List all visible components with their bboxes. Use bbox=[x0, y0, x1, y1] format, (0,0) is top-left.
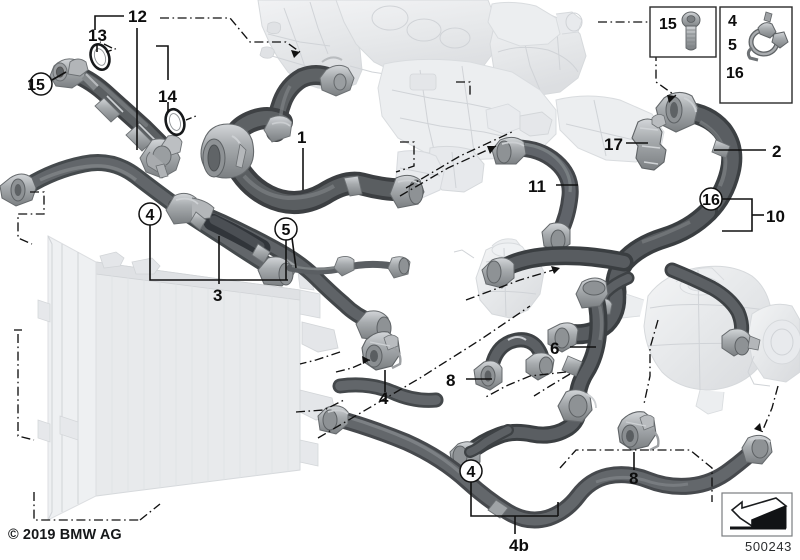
callout-17-label: 17 bbox=[604, 135, 623, 154]
callout-8b-label: 8 bbox=[629, 469, 638, 488]
ghost-thermostat-housing bbox=[487, 1, 583, 47]
part-9-coolant-hose-connector-elbow bbox=[473, 332, 555, 391]
part-7-coolant-hose-lower-long bbox=[317, 405, 773, 529]
callout-8-b: 8 bbox=[629, 452, 638, 488]
hose-1-engine-connector bbox=[319, 56, 355, 97]
hose-2-top-socket bbox=[655, 91, 699, 133]
pipe-clamp-band-mid bbox=[94, 95, 124, 123]
callout-14-label: 14 bbox=[158, 87, 177, 106]
callout-15-label: 15 bbox=[27, 77, 45, 94]
ghost-coolant-pipe-stub bbox=[485, 103, 553, 137]
diagram-number: 500243 bbox=[745, 539, 792, 554]
hose-6-tee-junction bbox=[557, 389, 597, 423]
callout-16-and-10: 16 10 bbox=[699, 187, 785, 232]
legend-box-bolt bbox=[649, 6, 717, 58]
hose-fragment-radiator-lower bbox=[332, 377, 444, 408]
hose-3-quick-connect bbox=[333, 255, 411, 279]
callout-16-label: 16 bbox=[702, 192, 720, 209]
orientation-arrow-box bbox=[721, 492, 793, 537]
legend-box-clamp bbox=[719, 6, 793, 104]
callout-6: 6 bbox=[550, 339, 596, 358]
hose-2-branch-left-socket bbox=[481, 257, 515, 289]
callout-10-label: 10 bbox=[766, 207, 785, 226]
hose-11-upper-socket bbox=[491, 136, 527, 165]
callout-15: 15 bbox=[27, 71, 67, 96]
callout-4-left-label: 4 bbox=[146, 207, 155, 224]
callout-9-label: 8 bbox=[446, 371, 455, 390]
callout-5-label: 5 bbox=[282, 222, 291, 239]
callout-11-label: 11 bbox=[528, 177, 546, 196]
part-6-coolant-hose-expansion-tank bbox=[449, 277, 609, 471]
callout-3-label: 3 bbox=[213, 286, 222, 305]
part-1-coolant-hose-engine-radiator bbox=[200, 56, 425, 214]
callout-3: 3 bbox=[213, 236, 222, 305]
hose-3a-left-socket bbox=[0, 173, 37, 207]
part-10-coolant-hose-branch bbox=[664, 262, 761, 357]
callout-8a-label: 4 bbox=[379, 389, 389, 408]
callout-4-bottom-label: 4 bbox=[467, 464, 476, 481]
part-12-coolant-pipe-assembly bbox=[49, 58, 183, 179]
hex-socket-bolt-icon bbox=[681, 11, 701, 51]
callout-12-label: 12 bbox=[128, 7, 147, 26]
part-11-coolant-hose-short-bend bbox=[491, 136, 579, 253]
part-3-coolant-hose-radiator-pair bbox=[0, 154, 411, 341]
callout-layer: 13 12 14 15 1 4 bbox=[27, 7, 785, 555]
ghost-radiator bbox=[37, 235, 339, 521]
ghost-front-end-carrier bbox=[377, 58, 665, 193]
callout-11: 11 bbox=[528, 177, 578, 196]
copyright-notice: © 2019 BMW AG bbox=[8, 527, 122, 543]
part-17-hose-retaining-bracket bbox=[631, 114, 667, 171]
hose-7-clamp-band bbox=[487, 499, 509, 519]
hose-6-mid-clamp bbox=[561, 355, 583, 377]
legend-group: 15 4 5 16 bbox=[649, 6, 793, 104]
pipe-clamp-band-lower bbox=[125, 123, 156, 152]
callout-13: 13 bbox=[88, 15, 124, 53]
callout-4-left: 4 bbox=[138, 202, 288, 281]
pipe-connector-upper bbox=[49, 58, 99, 91]
hose-2-band-a bbox=[711, 139, 731, 159]
hose-6-top-socket bbox=[575, 277, 609, 309]
ghost-auxiliary-water-pump bbox=[747, 303, 800, 387]
part-9-socket-right bbox=[525, 352, 555, 381]
callout-5: 5 bbox=[274, 217, 298, 280]
callout-14: 14 bbox=[156, 45, 197, 121]
callout-12: 12 bbox=[128, 7, 147, 150]
part-8-coolant-temperature-sensor-a bbox=[361, 331, 402, 371]
callout-8-a: 4 bbox=[379, 370, 389, 408]
pipe-flange-lower bbox=[139, 135, 183, 179]
legend-15-label: 15 bbox=[659, 16, 677, 33]
callout-7-label: 4b bbox=[509, 536, 529, 555]
part-8-coolant-temperature-sensor-b bbox=[617, 411, 660, 452]
callout-2: 2 bbox=[714, 142, 781, 161]
legend-16-label: 16 bbox=[726, 65, 744, 82]
hose-1-radiator-socket bbox=[200, 123, 255, 179]
callout-7: 4b bbox=[509, 516, 529, 555]
hose-2-lower-socket bbox=[547, 322, 579, 353]
callout-1-label: 1 bbox=[297, 128, 306, 147]
assembly-leader-lines bbox=[14, 17, 779, 521]
legend-4-label: 4 bbox=[728, 13, 737, 30]
hose-6-elbow-stub bbox=[464, 424, 514, 458]
callout-6-label: 6 bbox=[550, 339, 559, 358]
part-9-socket-left bbox=[473, 360, 503, 391]
part-14-o-ring-seal bbox=[164, 107, 186, 137]
hose-3-clamp-band-a bbox=[189, 211, 207, 231]
spring-hose-clamp-icon bbox=[746, 11, 789, 62]
callout-4-bottom: 4 bbox=[459, 459, 559, 517]
callout-2-label: 2 bbox=[772, 142, 781, 161]
hose-10-end-socket bbox=[721, 328, 761, 357]
callout-13-label: 13 bbox=[88, 26, 107, 45]
callout-1: 1 bbox=[297, 128, 306, 190]
legend-5-label: 5 bbox=[728, 37, 737, 54]
hose-1-mid-bead bbox=[263, 115, 293, 143]
hose-11-lower-socket bbox=[541, 222, 571, 253]
hose-1-clamp-ring bbox=[343, 175, 363, 197]
callout-17: 17 bbox=[604, 135, 648, 154]
callout-9: 8 bbox=[446, 371, 492, 390]
hose-7-right-socket bbox=[741, 434, 773, 465]
